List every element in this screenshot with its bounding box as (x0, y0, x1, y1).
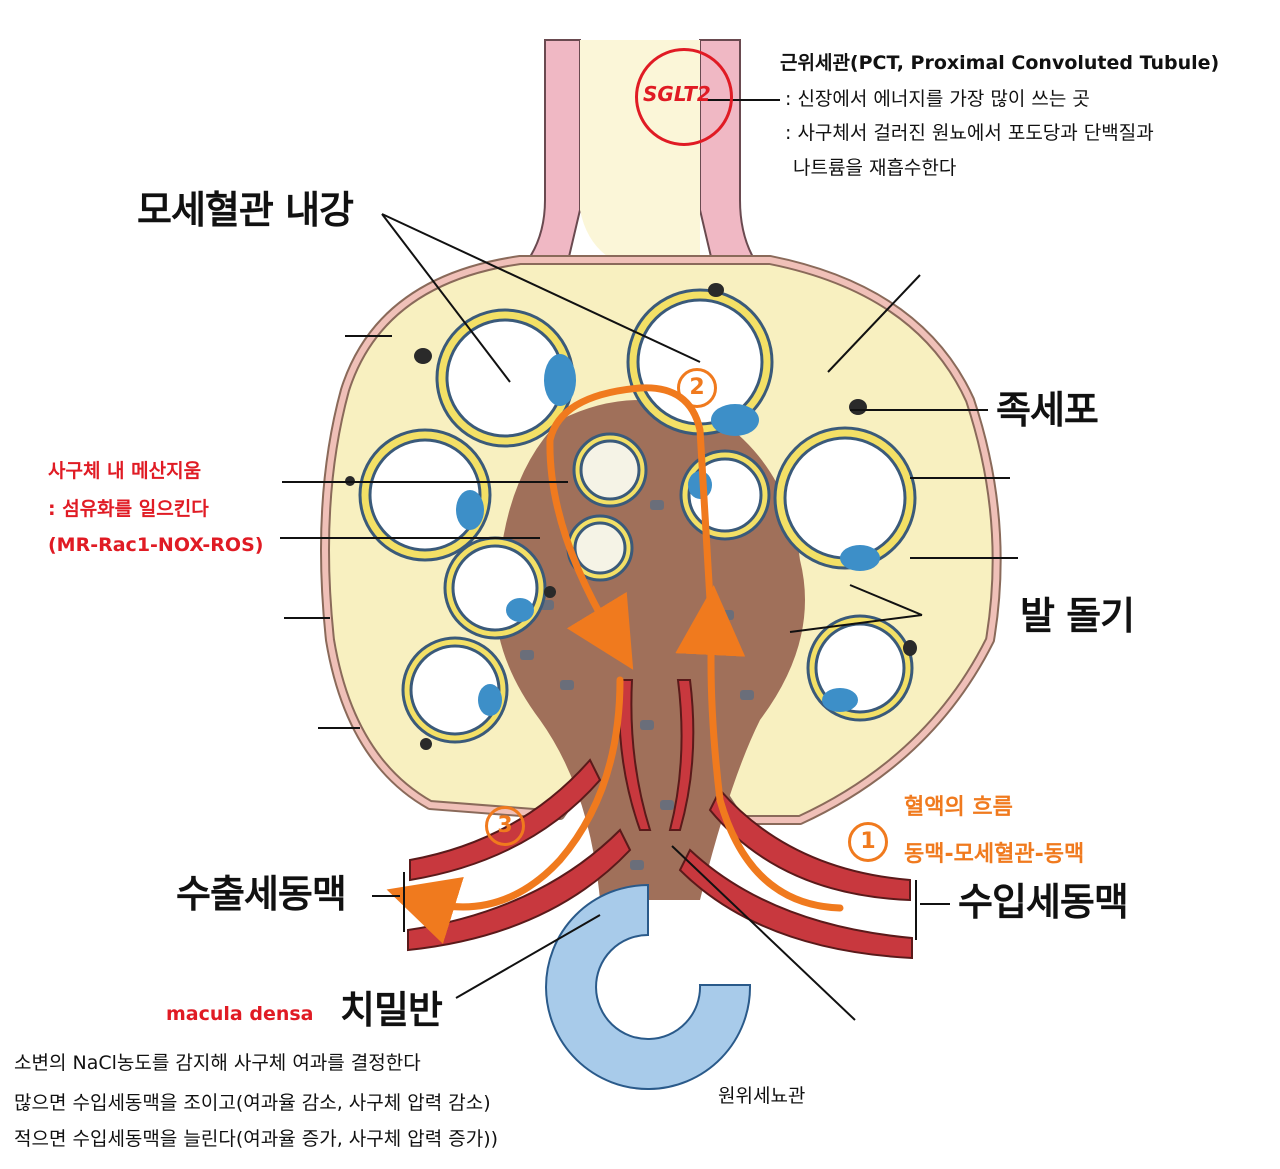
pct-title: 근위세관(PCT, Proximal Convoluted Tubule) (780, 52, 1220, 74)
distal-tubule (545, 883, 752, 1090)
marker-2: 2 (677, 368, 717, 408)
sglt2-label: SGLT2 (643, 82, 711, 106)
macula-note-line2: 많으면 수입세동맥을 조이고(여과율 감소, 사구체 압력 감소) (14, 1092, 491, 1114)
mesangial-line1: : 섬유화를 일으킨다 (48, 498, 209, 520)
blood-flow-path: 동맥-모세혈관-동맥 (904, 842, 1085, 867)
macula-densa-kr-label: 치밀반 (340, 988, 443, 1032)
capillary-lumen-label: 모세혈관 내강 (137, 188, 354, 232)
marker-1: 1 (848, 822, 888, 862)
foot-process-label: 발 돌기 (1020, 594, 1135, 638)
pct-line2: : 사구체서 걸러진 원뇨에서 포도당과 단백질과 (785, 122, 1154, 144)
mesangial-title: 사구체 내 메산지움 (48, 460, 202, 482)
afferent-arteriole-label: 수입세동맥 (958, 880, 1129, 924)
efferent-arteriole-label: 수출세동맥 (176, 872, 347, 916)
macula-note-line3: 적으면 수입세동맥을 늘린다(여과율 증가, 사구체 압력 증가)) (14, 1128, 499, 1150)
endothelial-cells (456, 354, 880, 716)
leader-lines (280, 99, 1018, 1021)
mesangial-line2: (MR-Rac1-NOX-ROS) (48, 534, 264, 556)
pct-line3: 나트륨을 재흡수한다 (793, 157, 957, 179)
podocyte-label: 족세포 (996, 388, 1099, 432)
pct-line1: : 신장에서 에너지를 가장 많이 쓰는 곳 (785, 88, 1090, 110)
sglt2-circle (635, 48, 733, 146)
blood-flow-title: 혈액의 흐름 (904, 795, 1013, 820)
marker-3: 3 (485, 806, 525, 846)
macula-densa-en-label: macula densa (166, 1003, 314, 1025)
distal-tubule-label: 원위세뇨관 (718, 1085, 806, 1107)
arterioles (407, 679, 913, 960)
macula-note-line1: 소변의 NaCl농도를 감지해 사구체 여과를 결정한다 (14, 1052, 421, 1074)
